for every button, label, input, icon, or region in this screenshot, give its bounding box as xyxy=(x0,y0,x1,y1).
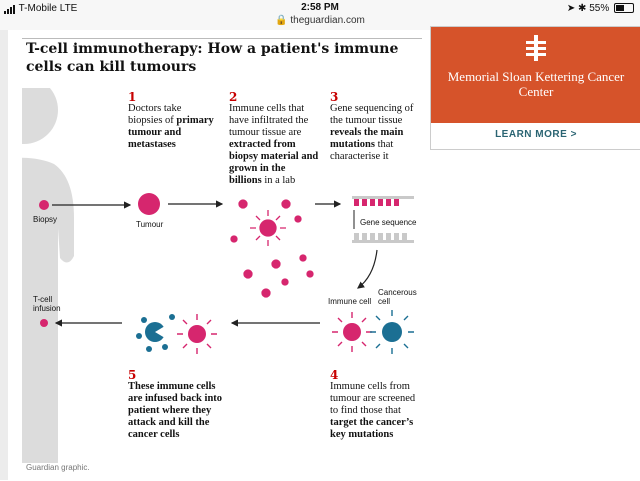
status-left: T-Mobile LTE xyxy=(4,3,77,14)
infographic xyxy=(22,38,422,481)
status-bar: T-Mobile LTE 2:58 PM 🔒 theguardian.com ➤… xyxy=(0,0,640,30)
step-2-number: 2 xyxy=(229,90,238,104)
url-text: theguardian.com xyxy=(290,15,365,26)
status-right: ➤ ✱ 55% xyxy=(567,3,634,14)
clock: 2:58 PM xyxy=(301,2,339,13)
msk-logo-icon xyxy=(526,35,546,61)
step-3-text: Gene sequencing of the tumour tissue rev… xyxy=(330,103,414,162)
step-5-text: These immune cells are infused back into… xyxy=(128,381,223,440)
label-gene-sequence: Gene sequence xyxy=(360,218,417,227)
label-cancerous-cell: Cancerous cell xyxy=(378,288,417,306)
ad-banner[interactable]: Memorial Sloan Kettering Cancer Center xyxy=(431,27,640,123)
label-immune-cell: Immune cell xyxy=(328,297,372,306)
immune-cells-cluster xyxy=(230,199,314,298)
advertisement[interactable]: Memorial Sloan Kettering Cancer Center L… xyxy=(430,26,640,150)
learn-more-button[interactable]: LEARN MORE > xyxy=(495,129,577,140)
url-bar[interactable]: 🔒 theguardian.com xyxy=(275,15,365,26)
ad-brand-name: Memorial Sloan Kettering Cancer Center xyxy=(447,69,625,99)
infographic-drawing xyxy=(22,88,414,463)
biopsy-dot xyxy=(39,200,49,210)
arrow-dna-to-screen xyxy=(357,249,378,289)
tumour-cell xyxy=(138,193,160,215)
label-tumour: Tumour xyxy=(136,220,164,229)
battery-percent: 55% xyxy=(589,3,610,14)
network: LTE xyxy=(59,3,78,15)
step-4-text: Immune cells from tumour are screened to… xyxy=(330,381,416,440)
label-biopsy: Biopsy xyxy=(33,215,58,224)
step-5-number: 5 xyxy=(128,368,137,382)
bluetooth-icon: ✱ xyxy=(578,3,587,14)
label-tcell-infusion: T-cell infusion xyxy=(33,295,61,313)
immune-and-cancer-cells xyxy=(332,310,414,354)
signal-icon xyxy=(4,3,16,14)
step-1-number: 1 xyxy=(128,90,137,104)
infusion-dot xyxy=(40,319,48,327)
carrier: T-Mobile xyxy=(18,3,57,15)
step-1-text: Doctors take biopsies of primary tumour … xyxy=(128,103,214,150)
step-2-text: Immune cells that have infiltrated the t… xyxy=(229,103,319,186)
step-3-number: 3 xyxy=(330,90,339,104)
graphic-title: T-cell immunotherapy: How a patient's im… xyxy=(26,41,399,75)
step-4-number: 4 xyxy=(330,368,339,382)
location-icon: ➤ xyxy=(566,3,576,14)
page-edge xyxy=(0,30,8,480)
gene-sequence-strands xyxy=(352,196,414,243)
attacking-cells xyxy=(136,314,217,354)
patient-silhouette xyxy=(22,88,74,463)
battery-icon xyxy=(614,3,634,14)
graphic-credit: Guardian graphic. xyxy=(26,463,90,472)
